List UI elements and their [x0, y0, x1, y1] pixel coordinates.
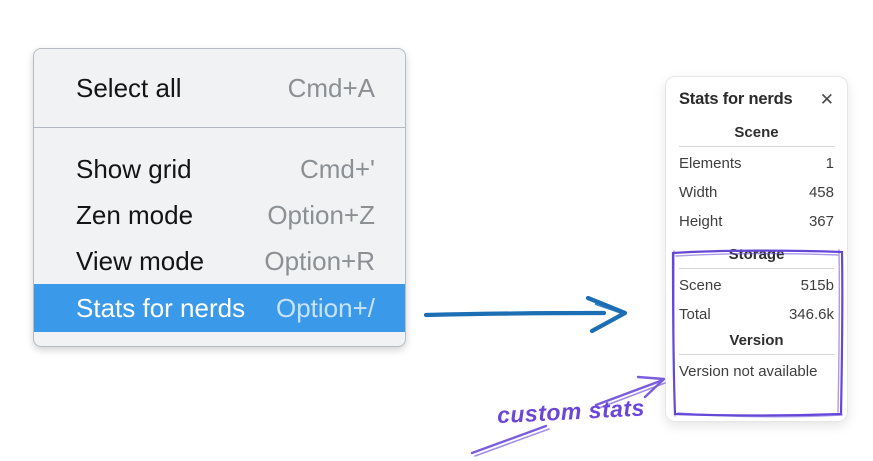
annotation-label: custom stats: [496, 394, 646, 429]
stat-label: Height: [679, 213, 723, 230]
stat-row-scene-size: Scene 515b: [666, 271, 847, 300]
stats-panel-title: Stats for nerds: [679, 90, 793, 108]
section-header-version: Version: [729, 332, 784, 349]
menu-item-zen-mode[interactable]: Zen mode Option+Z: [34, 192, 405, 238]
stat-row-total-size: Total 346.6k: [666, 300, 847, 329]
menu-item-stats-for-nerds[interactable]: Stats for nerds Option+/: [34, 284, 405, 332]
section-divider: [679, 354, 834, 355]
stat-row-width: Width 458: [666, 178, 847, 207]
stat-value: 346.6k: [788, 306, 834, 323]
section-header-scene: Scene: [734, 124, 779, 141]
menu-item-view-mode[interactable]: View mode Option+R: [34, 238, 405, 284]
menu-item-shortcut: Cmd+A: [287, 72, 375, 103]
stat-label: Elements: [679, 155, 742, 172]
stat-label: Total: [679, 306, 711, 323]
menu-item-show-grid[interactable]: Show grid Cmd+': [34, 146, 405, 192]
stats-panel-header: Stats for nerds ✕: [666, 90, 847, 109]
version-note: Version not available: [679, 363, 818, 380]
menu-item-label: Show grid: [76, 153, 192, 184]
stat-value: 367: [808, 213, 834, 230]
stat-value: 458: [808, 184, 834, 201]
menu-item-label: Zen mode: [76, 199, 194, 230]
stats-panel: Stats for nerds ✕ Scene Elements 1 Width…: [665, 76, 848, 422]
menu-item-label: View mode: [76, 245, 205, 276]
section-header-storage: Storage: [728, 246, 785, 263]
close-icon[interactable]: ✕: [819, 90, 834, 109]
connector-arrow-icon: [423, 295, 628, 334]
stat-value: 1: [825, 155, 834, 172]
stat-row-height: Height 367: [666, 207, 847, 236]
stat-label: Scene: [679, 277, 722, 294]
section-divider: [679, 268, 834, 269]
menu-item-label: Stats for nerds: [76, 292, 246, 323]
menu-item-select-all[interactable]: Select all Cmd+A: [34, 49, 405, 127]
stat-value: 515b: [800, 277, 834, 294]
stat-label: Width: [679, 184, 718, 201]
stat-row-elements: Elements 1: [666, 149, 847, 178]
menu-item-label: Select all: [76, 72, 182, 103]
menu-item-shortcut: Cmd+': [299, 153, 375, 184]
context-menu: Select all Cmd+A Show grid Cmd+' Zen mod…: [33, 48, 406, 347]
menu-item-shortcut: Option+R: [264, 245, 375, 276]
menu-item-shortcut: Option+Z: [267, 199, 375, 230]
section-divider: [679, 146, 834, 147]
menu-group: Show grid Cmd+' Zen mode Option+Z View m…: [34, 128, 405, 332]
menu-item-shortcut: Option+/: [275, 292, 375, 323]
menu-divider: [34, 127, 405, 128]
